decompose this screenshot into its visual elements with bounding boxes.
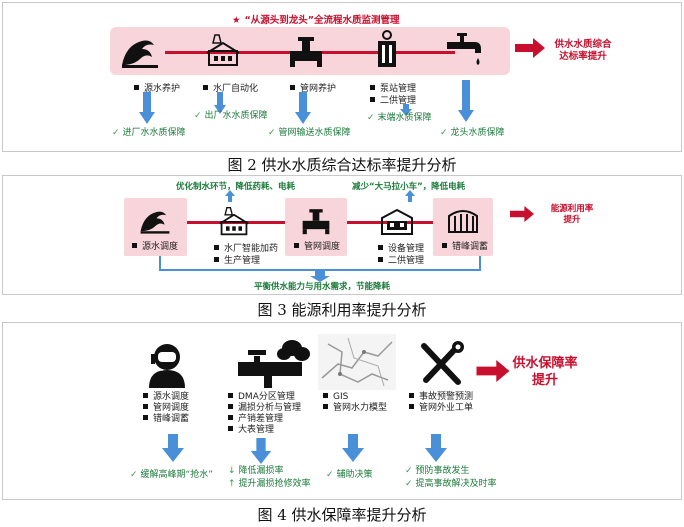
fig3-caption: 图 3 能源利用率提升分析 <box>257 301 427 319</box>
fig2-outcome-0: ✓进厂水水质保障 <box>112 128 186 138</box>
fig2-bullet-3a: 泵站管理 <box>370 84 416 95</box>
fig3-bullet-1b: 生产管理 <box>214 256 260 267</box>
fig4-bullet-1a: DMA分区管理 <box>228 392 295 403</box>
fig3-bottom-note: 平衡供水能力与用水需求，节能降耗 <box>254 282 391 292</box>
fig4-arrow-2 <box>342 434 364 462</box>
fig4-bullet-0a: 源水调度 <box>143 392 189 403</box>
operator-headset-icon <box>149 344 185 388</box>
fig4-caption: 图 4 供水保障率提升分析 <box>257 506 427 524</box>
star-icon: ★ <box>232 15 241 26</box>
fig4-bullet-0b: 管网调度 <box>143 403 189 414</box>
fig4-bullet-3a: 事故预警预测 <box>409 392 473 403</box>
fig4-bullet-1b: 漏损分析与管理 <box>228 403 301 414</box>
pump-station-icon <box>378 30 396 67</box>
fig4-bullet-2b: 管网水力模型 <box>323 403 387 414</box>
factory-icon <box>219 207 249 236</box>
fig4-bullet-0c: 错峰调蓄 <box>143 414 189 425</box>
fig3-bullet-4: 错峰调蓄 <box>442 242 488 253</box>
wave-icon <box>122 40 158 68</box>
fig4-result-line2: 提升 <box>531 373 558 388</box>
fig2-arrow-2 <box>295 92 311 124</box>
fig3-up-arrow-right <box>405 190 415 202</box>
wave-icon <box>140 211 170 234</box>
fig3-bullet-0: 源水调度 <box>132 242 178 253</box>
fig2-outcome-2: ✓管网输送水质保障 <box>268 128 351 138</box>
fig2-bullet-2: 管网养护 <box>290 84 336 95</box>
fig4-bullet-1c: 产销差管理 <box>228 414 283 425</box>
fig2-outcome-3: ✓末端水质保障 <box>367 113 432 123</box>
fig2-banner: ★“从源头到龙头”全流程水质监测管理 <box>232 15 400 26</box>
fig4-outcome-1b: ↑提升漏损抢修效率 <box>228 479 311 489</box>
fig3-top-left-note: 优化制水环节，降低药耗、电耗 <box>176 182 296 192</box>
fig2-result-line1: 供水水质综合 <box>554 39 612 50</box>
fig2-result-line2: 达标率提升 <box>559 51 607 62</box>
fig3-bullet-1a: 水厂智能加药 <box>214 244 278 255</box>
fig3-bullet-3a: 设备管理 <box>378 244 424 255</box>
fig3-result-line2: 提升 <box>563 215 581 225</box>
fig3-result-arrow <box>510 206 534 222</box>
reservoir-icon <box>448 210 478 233</box>
fig2-arrow-4 <box>458 80 474 122</box>
fig2-bullet-1: 水厂自动化 <box>203 84 258 95</box>
fig4-outcome-3a: ✓预防事故发生 <box>405 466 470 476</box>
wrench-screwdriver-icon <box>421 341 464 385</box>
fig4-arrow-0 <box>162 434 184 462</box>
fig2-arrow-1 <box>214 92 226 114</box>
fig4-bullet-1d: 大表管理 <box>228 425 274 436</box>
equipment-icon <box>381 208 413 235</box>
pipe-valve-icon <box>290 37 322 67</box>
fig3-result-line1: 能源利用率 <box>550 204 594 214</box>
fig4-arrow-1 <box>250 438 272 464</box>
fig2-outcome-4: ✓龙头水质保障 <box>440 128 505 138</box>
fig2-bullet-3b: 二供管理 <box>370 96 416 107</box>
fig4-outcome-2: ✓辅助决策 <box>326 470 373 480</box>
fig3-top-right-note: 减少“大马拉小车”，降低电耗 <box>352 182 466 192</box>
fig4-arrow-3 <box>425 434 447 462</box>
fig4-bullet-2a: GIS <box>323 392 348 403</box>
pipe-valve-icon <box>302 209 330 235</box>
faucet-icon <box>447 33 481 65</box>
fig3-bottom-bracket <box>159 256 481 282</box>
fig3-bullet-3b: 二供管理 <box>378 256 424 267</box>
fig3-bullet-2: 管网调度 <box>294 242 340 253</box>
fig2-arrow-3 <box>400 104 412 116</box>
fig2-outcome-1: ✓出厂水水质保障 <box>194 111 268 121</box>
fig4-result-line1: 供水保障率 <box>512 356 578 371</box>
fig4-outcome-1a: ↓降低漏损率 <box>228 466 284 476</box>
fig4-outcome-3b: ✓提高事故解决及时率 <box>405 479 497 489</box>
fig4-bullet-3b: 管网外业工单 <box>409 403 473 414</box>
gis-map-icon <box>318 334 396 390</box>
fig4-result-arrow <box>476 360 510 382</box>
pipe-leak-icon <box>238 340 310 388</box>
fig2-result-arrow <box>515 38 545 58</box>
factory-icon <box>206 34 240 66</box>
fig2-caption: 图 2 供水水质综合达标率提升分析 <box>227 156 457 174</box>
fig2-bullet-0: 源水养护 <box>134 84 180 95</box>
fig3-up-arrow-left <box>225 190 235 202</box>
fig2-arrow-0 <box>139 92 155 124</box>
fig4-outcome-0: ✓缓解高峰期“抢水” <box>130 470 213 480</box>
